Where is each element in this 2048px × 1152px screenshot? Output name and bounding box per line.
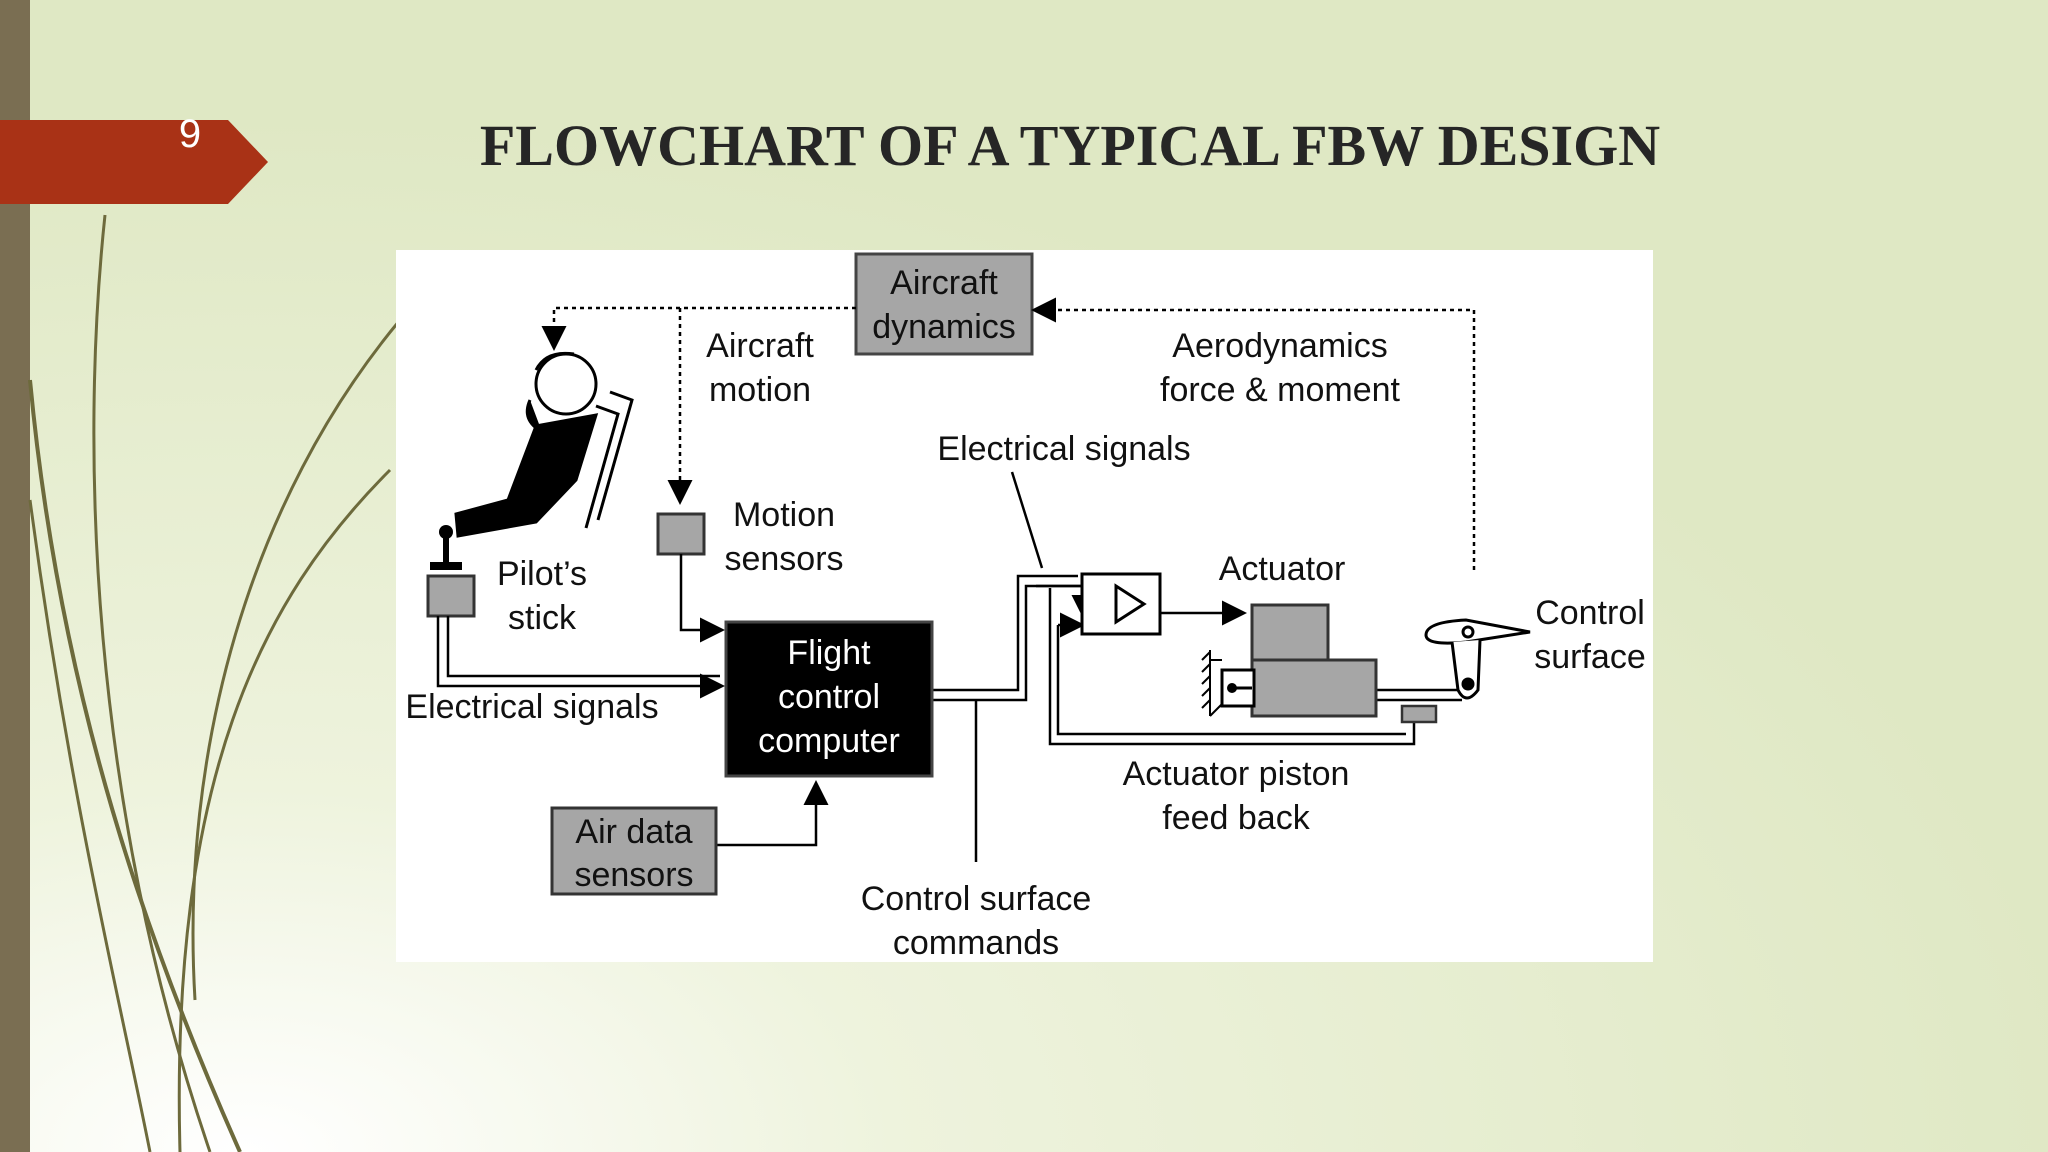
page-title: FLOWCHART OF A TYPICAL FBW DESIGN (479, 113, 1661, 178)
flight-control-computer-node: Flight control computer (724, 620, 934, 778)
control-surface-commands-label-2: commands (893, 924, 1059, 962)
pilots-stick-label-2: stick (508, 599, 577, 637)
control-surface-commands-label-1: Control surface (861, 880, 1092, 918)
aircraft-dynamics-label-1: Aircraft (890, 264, 998, 302)
aerodynamics-label-1: Aerodynamics (1172, 327, 1387, 365)
control-surface-label-2: surface (1534, 638, 1646, 676)
electrical-signals-top-pointer (1010, 471, 1044, 569)
amplifier-icon (1080, 572, 1162, 636)
pilots-stick-node (426, 525, 476, 618)
fbw-flowchart-figure: Aircraft dynamics Aircraft motion Aerody… (396, 250, 1653, 962)
slide-number: 9 (178, 112, 202, 156)
decorative-swoosh-lines (28, 214, 402, 1152)
electrical-signals-left-label: Electrical signals (405, 688, 658, 726)
dotted-feedback-lines (541, 297, 1476, 570)
actuator-feedback-label-1: Actuator piston (1123, 755, 1350, 793)
motion-sensors-node (656, 512, 706, 556)
air-data-sensors-node: Air data sensors (550, 806, 718, 896)
motion-sensors-label-1: Motion (733, 496, 835, 534)
fcc-label-3: computer (758, 722, 900, 760)
aerodynamics-label-2: force & moment (1160, 371, 1401, 409)
aircraft-dynamics-node: Aircraft dynamics (854, 252, 1034, 356)
actuator-feedback-label-2: feed back (1162, 799, 1310, 837)
actuator-node (1201, 603, 1438, 724)
air-data-label-1: Air data (575, 813, 692, 851)
control-surface-label-1: Control (1535, 594, 1645, 632)
slide-number-tab (0, 120, 268, 204)
aircraft-motion-label-1: Aircraft (706, 327, 814, 365)
motion-sensors-label-2: sensors (724, 540, 843, 578)
actuator-label: Actuator (1219, 550, 1346, 588)
air-data-label-2: sensors (574, 856, 693, 894)
electrical-signals-top-label: Electrical signals (937, 430, 1190, 468)
fcc-label-1: Flight (787, 634, 871, 672)
control-surface-icon (1424, 618, 1531, 700)
fbw-diagram: Aircraft dynamics Aircraft motion Aerody… (405, 252, 1646, 962)
fcc-label-2: control (778, 678, 880, 716)
aircraft-motion-label-2: motion (709, 371, 811, 409)
pilot-figure-icon (454, 351, 634, 538)
aircraft-dynamics-label-2: dynamics (872, 308, 1016, 346)
pilots-stick-label-1: Pilot’s (497, 555, 587, 593)
